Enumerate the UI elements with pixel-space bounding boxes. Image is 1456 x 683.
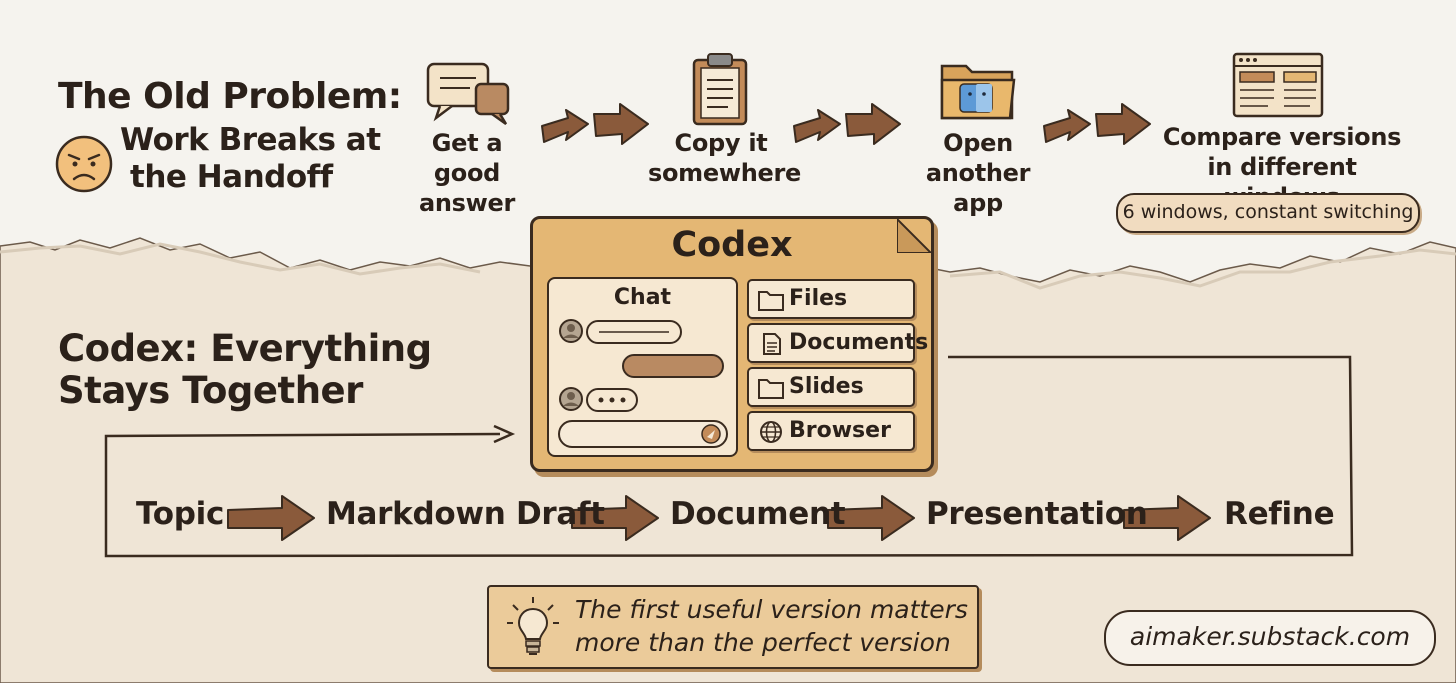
- flow-step-refine: Refine: [1224, 496, 1335, 532]
- step-get-answer: Get a good answer: [396, 128, 538, 218]
- step-arrow-2: [793, 103, 901, 145]
- documents-button[interactable]: Documents: [747, 323, 928, 363]
- tip-text: The first useful version matters more th…: [575, 593, 968, 659]
- slides-label: Slides: [789, 374, 864, 399]
- heading-line-1: Codex: Everything: [58, 327, 432, 370]
- browser-windows-icon: [1232, 52, 1324, 118]
- flow-step-markdown-draft: Markdown Draft: [326, 496, 605, 532]
- substack-url-link[interactable]: aimaker.substack.com: [1104, 610, 1436, 666]
- slides-button[interactable]: Slides: [747, 367, 915, 407]
- globe-icon: [760, 421, 782, 443]
- browser-button[interactable]: Browser: [747, 411, 915, 451]
- flow-arrow-3: [827, 495, 915, 541]
- flow-step-presentation: Presentation: [926, 496, 1148, 532]
- loop-connector: [104, 355, 1354, 558]
- subtitle-line-1: Work Breaks at: [120, 122, 381, 158]
- chat-bubbles-icon: [426, 62, 510, 126]
- codex-heading: Codex: Everything Stays Together: [58, 328, 432, 412]
- tip-line-2: more than the perfect version: [575, 628, 951, 657]
- files-button[interactable]: Files: [747, 279, 915, 319]
- flow-arrow-1: [227, 495, 315, 541]
- switching-note: 6 windows, constant switching: [1116, 193, 1420, 233]
- page-curl-corner: [897, 219, 931, 253]
- tip-line-1: The first useful version matters: [575, 595, 968, 624]
- step-line: Compare versions: [1162, 123, 1402, 151]
- step-line: Get a good: [431, 129, 503, 187]
- step-line: somewhere: [648, 159, 802, 187]
- step-arrow-1: [541, 103, 649, 145]
- heading-line-2: Stays Together: [58, 369, 363, 412]
- chat-title: Chat: [613, 285, 672, 310]
- document-icon: [763, 333, 781, 355]
- flow-step-topic: Topic: [136, 496, 225, 532]
- step-open-app: Open another app: [900, 128, 1056, 218]
- old-problem-subtitle: Work Breaks at the Handoff: [120, 122, 381, 196]
- step-arrow-3: [1043, 103, 1151, 145]
- lightbulb-icon: [507, 597, 559, 655]
- tip-box: The first useful version matters more th…: [487, 585, 979, 669]
- loop-arrowhead: [493, 424, 516, 444]
- chat-panel: Chat: [547, 277, 738, 457]
- subtitle-line-2: the Handoff: [130, 159, 333, 195]
- clipboard-icon: [692, 53, 748, 126]
- browser-label: Browser: [789, 418, 891, 443]
- step-copy-it: Copy it somewhere: [648, 128, 802, 188]
- finder-folder-icon: [940, 64, 1016, 120]
- step-line: Copy it: [674, 129, 768, 157]
- chat-conversation: [558, 319, 728, 448]
- old-problem-title: The Old Problem:: [58, 76, 402, 117]
- flow-arrow-2: [571, 495, 659, 541]
- files-label: Files: [789, 286, 848, 311]
- flow-step-document: Document: [670, 496, 846, 532]
- user-avatar-icon: [559, 387, 583, 411]
- step-line: answer: [418, 189, 516, 217]
- documents-label: Documents: [789, 330, 929, 355]
- codex-title: Codex: [671, 225, 793, 265]
- step-line: another app: [925, 159, 1031, 217]
- user-avatar-icon: [559, 319, 583, 343]
- chat-bubble-outgoing: [622, 354, 724, 378]
- folder-icon: [758, 379, 784, 399]
- flow-arrow-4: [1123, 495, 1211, 541]
- codex-window: Codex Chat: [530, 216, 934, 472]
- chat-input: [558, 420, 728, 448]
- step-line: Open: [943, 129, 1013, 157]
- folder-icon: [758, 291, 784, 311]
- angry-face-icon: [55, 135, 113, 193]
- send-icon: [701, 424, 721, 444]
